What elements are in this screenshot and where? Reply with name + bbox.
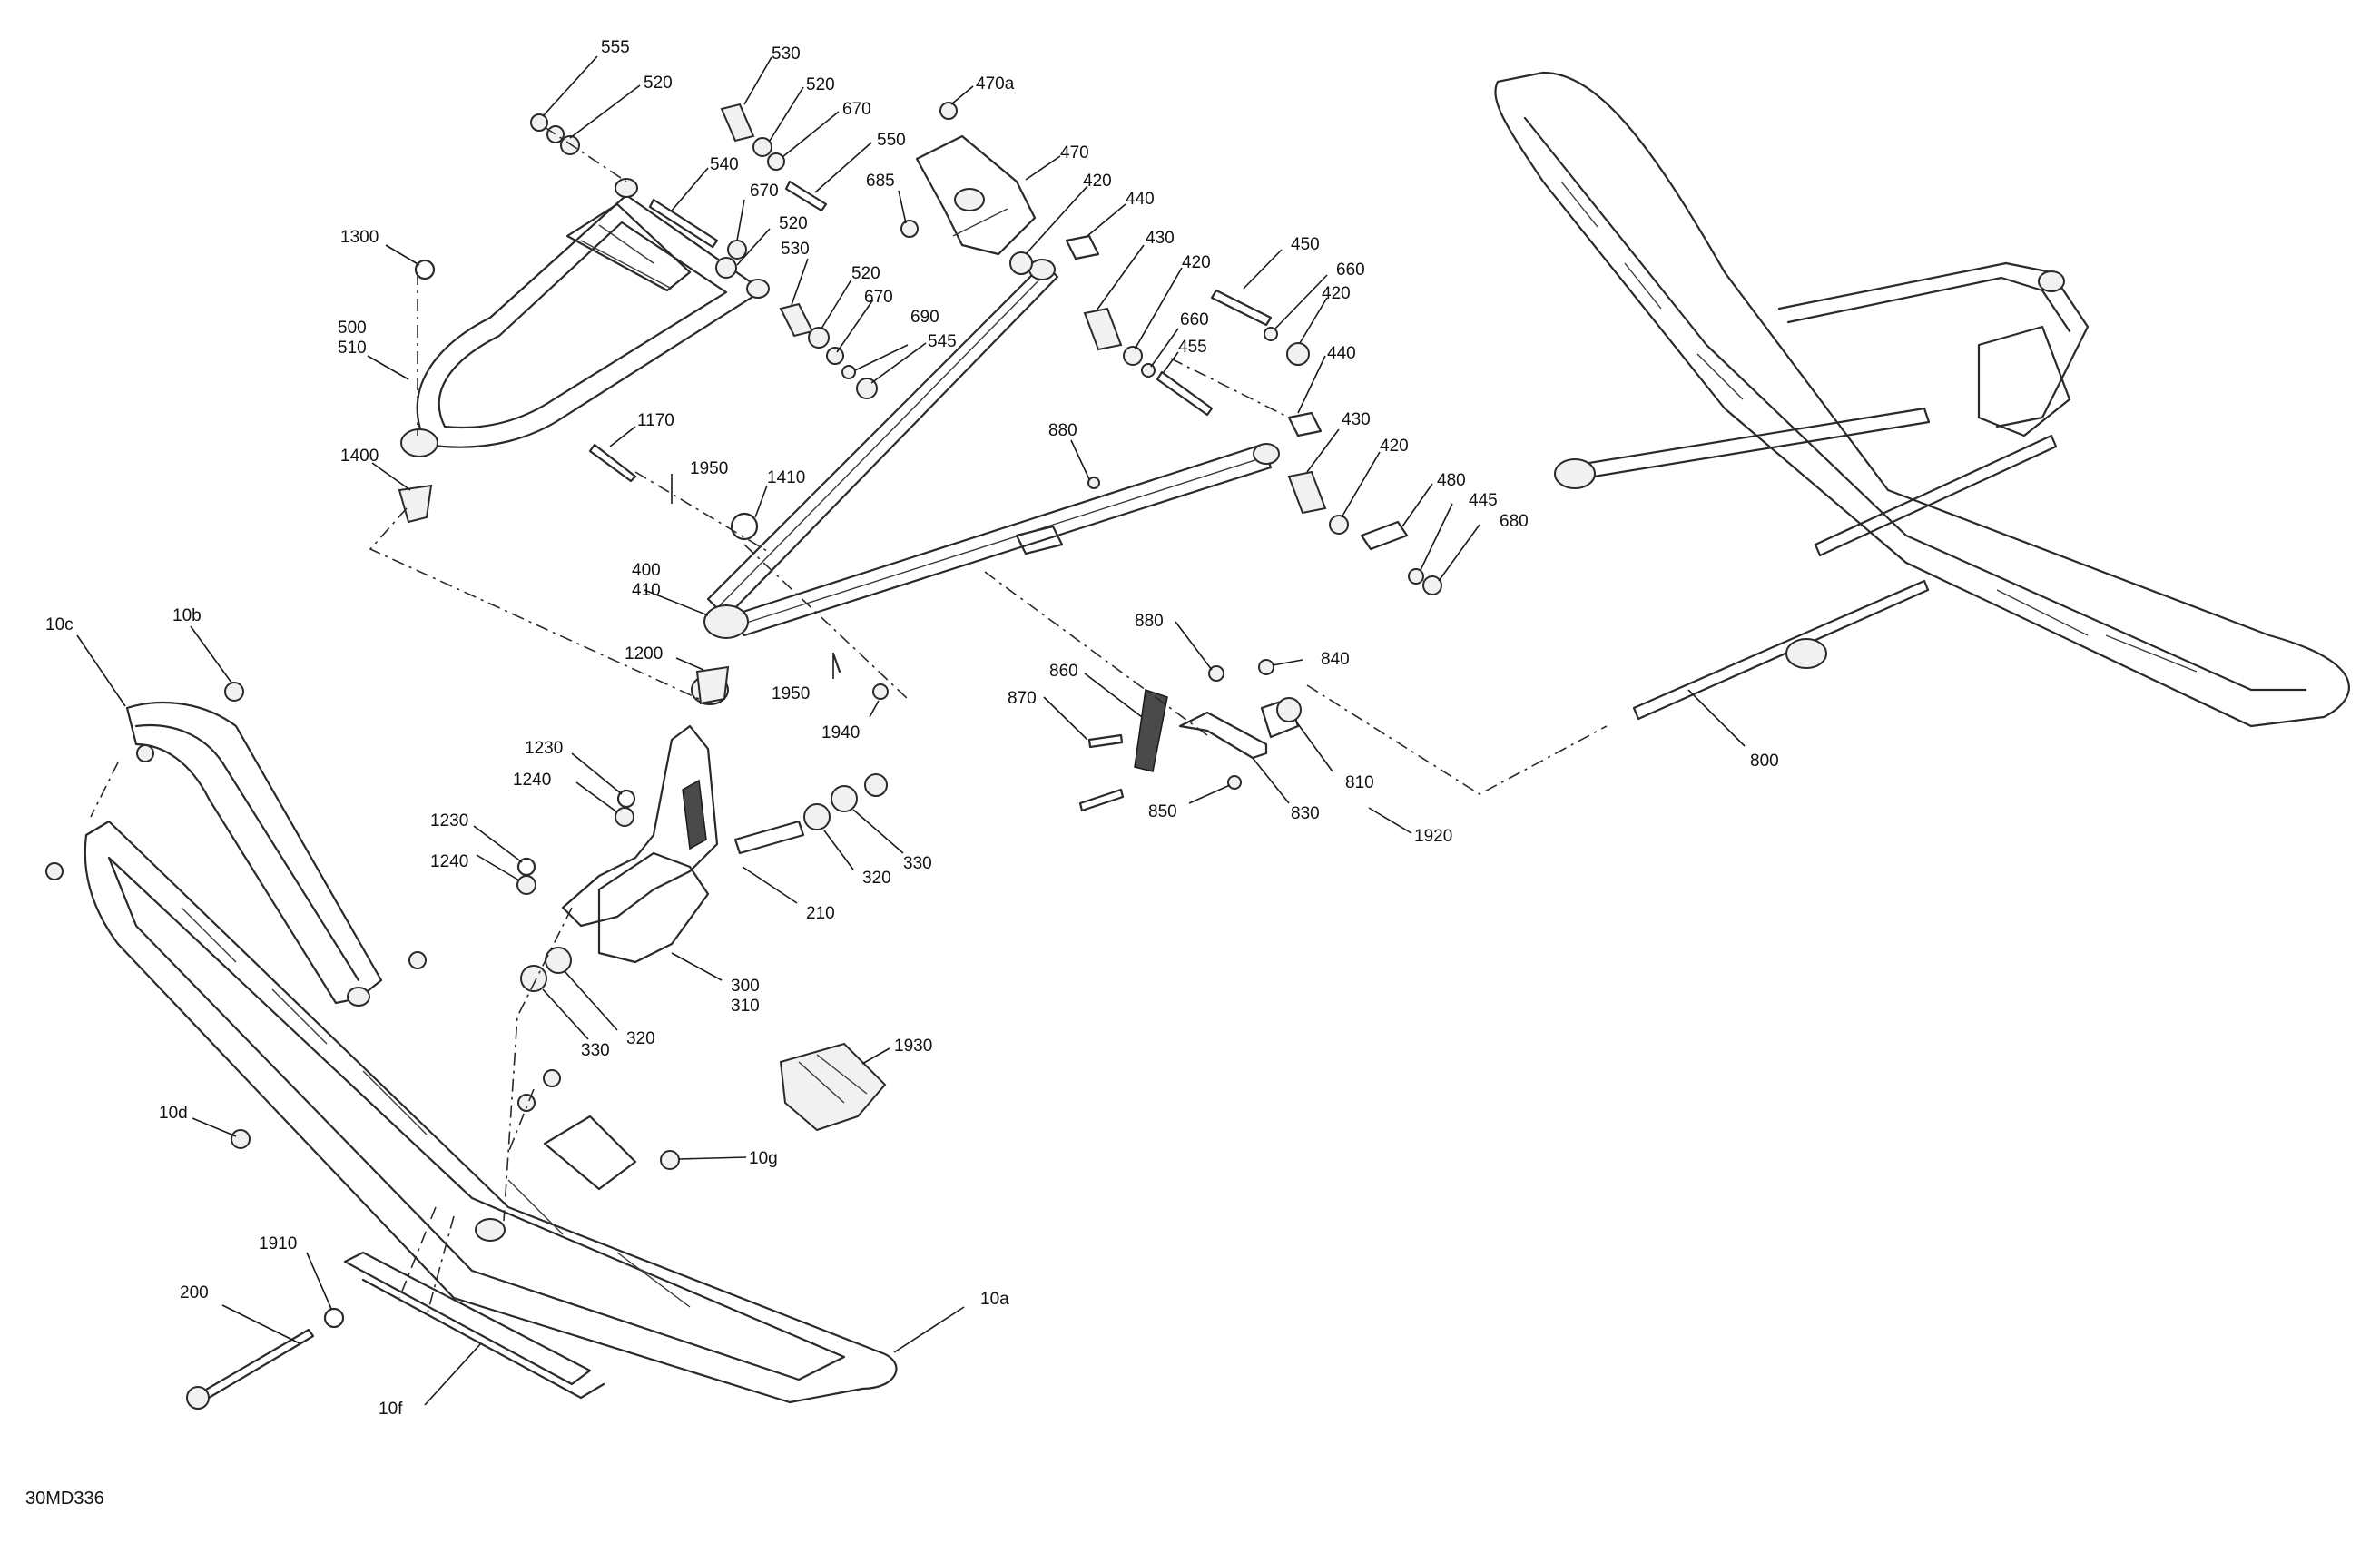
callout-label: 470a: [976, 74, 1015, 93]
callout-label: 10d: [159, 1104, 188, 1123]
callout-label: 320: [626, 1029, 655, 1048]
hardware-drawings: [45, 102, 1442, 1410]
callout-label: 470: [1060, 143, 1089, 162]
callout-label: 455: [1178, 338, 1207, 357]
callout-label: 10b: [172, 606, 202, 625]
left-ski-drawing: [84, 701, 898, 1404]
callout-label: 555: [601, 38, 630, 57]
callout-label: 440: [1126, 190, 1155, 209]
callout-labels: 555 520 530 520 670 470a 550 540 685 470…: [25, 38, 1779, 1509]
callout-label: 1410: [767, 468, 805, 487]
callout-label: 1300: [340, 228, 379, 247]
callout-label: 10g: [749, 1149, 778, 1168]
callout-label: 680: [1500, 512, 1529, 531]
leader-lines: [76, 55, 1746, 1406]
callout-label: 200: [180, 1283, 209, 1302]
callout-label: 1240: [513, 771, 551, 790]
callout-label: 420: [1182, 253, 1211, 272]
callout-label: 660: [1336, 260, 1365, 280]
callout-label: 840: [1321, 650, 1350, 669]
callout-label: 1940: [821, 723, 860, 742]
shock-bracket-drawing: [915, 134, 1037, 256]
callout-label: 690: [910, 308, 939, 327]
callout-label: 420: [1322, 284, 1351, 303]
callout-label: 320: [862, 869, 891, 888]
callout-label: 430: [1146, 229, 1175, 248]
callout-label: 670: [750, 182, 779, 201]
callout-label: 1950: [772, 684, 810, 703]
callout-label: 10a: [980, 1290, 1009, 1309]
callout-label: 1240: [430, 852, 468, 871]
callout-label: 880: [1048, 421, 1077, 440]
callout-label: 1230: [430, 811, 468, 830]
upper-a-arm-drawing: [400, 178, 770, 457]
callout-label: 430: [1342, 410, 1371, 429]
callout-label: 520: [851, 264, 880, 283]
callout-label: 800: [1750, 752, 1779, 771]
callout-label: 810: [1345, 773, 1374, 792]
callout-label: 830: [1291, 804, 1320, 823]
callout-label: 445: [1469, 491, 1498, 510]
lower-a-arm-drawing: [703, 259, 1280, 639]
callout-label: 545: [928, 332, 957, 351]
callout-label: 480: [1437, 471, 1466, 490]
callout-label: 10f: [379, 1400, 403, 1419]
callout-label: 1910: [259, 1234, 297, 1253]
steering-arm-drawing: [1134, 689, 1300, 772]
callout-label: 1230: [525, 739, 563, 758]
callout-label: 1930: [894, 1037, 932, 1056]
callout-label: 540: [710, 155, 739, 174]
callout-label: 520: [779, 214, 808, 233]
callout-label: 330: [581, 1041, 610, 1060]
callout-label: 860: [1049, 662, 1078, 681]
callout-label: 520: [806, 75, 835, 94]
spindle-drawing: [561, 674, 729, 964]
right-ski-assembled-drawing: [1494, 71, 2350, 728]
callout-label: 1950: [690, 459, 728, 478]
callout-label: 1170: [637, 411, 674, 430]
drawing-number: 30MD336: [25, 1489, 104, 1509]
callout-label: 1200: [625, 644, 663, 663]
callout-label: 450: [1291, 235, 1320, 254]
callout-label: 330: [903, 854, 932, 873]
callout-label: 880: [1135, 612, 1164, 631]
callout-label: 670: [864, 288, 893, 307]
callout-label: 670: [842, 100, 871, 119]
callout-label: 870: [1008, 689, 1037, 708]
callout-label: 10c: [45, 615, 74, 634]
assembly-center-lines: [90, 126, 1608, 1317]
callout-label: 520: [644, 74, 673, 93]
callout-label: 420: [1380, 437, 1409, 456]
callout-label: 210: [806, 904, 835, 923]
callout-label: 530: [781, 240, 810, 259]
callout-label: 660: [1180, 310, 1209, 329]
callout-label: 685: [866, 172, 895, 191]
callout-label: 1920: [1414, 827, 1452, 846]
callout-label: 850: [1148, 802, 1177, 821]
callout-label: 1400: [340, 447, 379, 466]
callout-label: 420: [1083, 172, 1112, 191]
callout-label: 530: [772, 44, 801, 64]
callout-label: 440: [1327, 344, 1356, 363]
callout-label: 550: [877, 131, 906, 150]
